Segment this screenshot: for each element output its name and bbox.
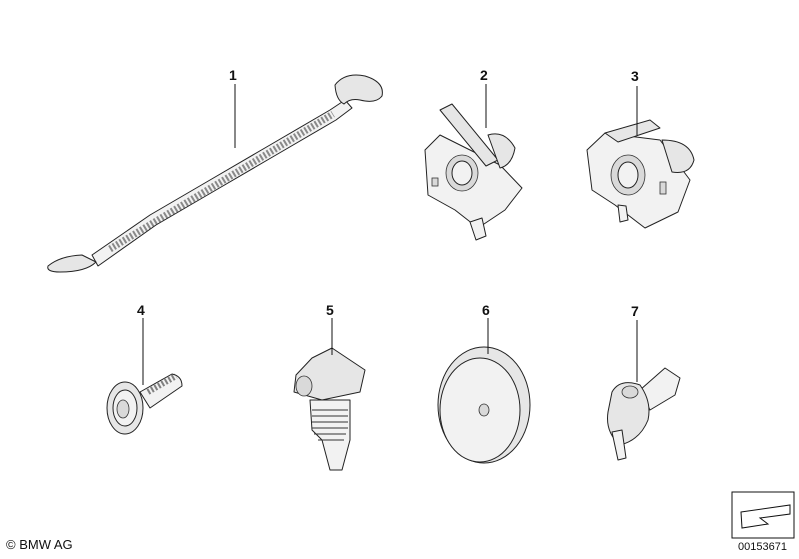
part-number-3: 3: [631, 68, 639, 84]
part-number-1: 1: [229, 67, 237, 83]
document-number: 00153671: [738, 541, 787, 553]
holder-part-3[interactable]: [586, 119, 695, 229]
part-number-2: 2: [480, 67, 488, 83]
plug-part-7[interactable]: [607, 367, 681, 461]
holder-part-2[interactable]: [424, 103, 523, 241]
arrow-box-icon[interactable]: [731, 491, 795, 539]
copyright-label: © BMW AG: [6, 537, 73, 552]
cable-tie-part[interactable]: [47, 74, 383, 273]
grommet-part-6[interactable]: [437, 346, 531, 464]
clip-part-5[interactable]: [293, 347, 366, 471]
part-number-7: 7: [631, 303, 639, 319]
screw-part-4[interactable]: [106, 373, 183, 435]
part-number-5: 5: [326, 302, 334, 318]
part-number-4: 4: [137, 302, 145, 318]
part-number-6: 6: [482, 302, 490, 318]
